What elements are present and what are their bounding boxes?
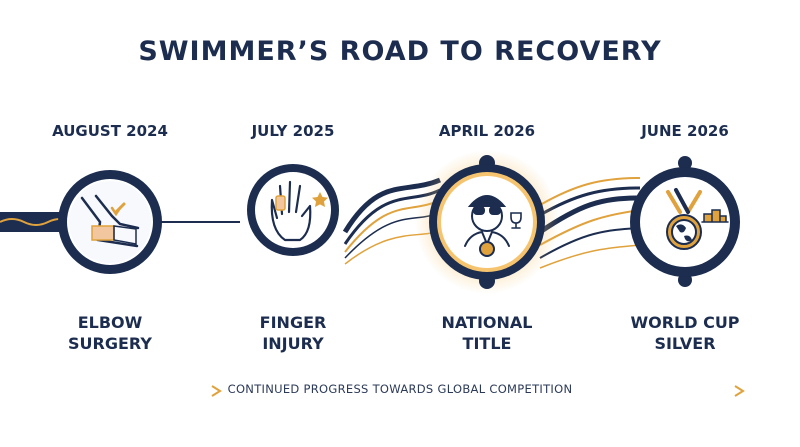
milestone-label-4: WORLD CUP SILVER	[605, 312, 765, 354]
milestone-date-1: AUGUST 2024	[52, 122, 168, 140]
milestone-node-1	[58, 170, 162, 274]
milestone-node-2	[247, 164, 339, 256]
milestone-label-line1: FINGER	[259, 313, 327, 332]
progress-arrow-left	[60, 385, 222, 397]
milestone-label-line1: ELBOW	[77, 313, 143, 332]
milestone-date-4: JUNE 2026	[641, 122, 729, 140]
elbow-bandage-icon	[80, 194, 140, 248]
milestone-label-line2: INJURY	[262, 334, 324, 353]
milestone-label-1: ELBOW SURGERY	[30, 312, 190, 354]
progress-arrow-right	[580, 385, 745, 397]
milestone-label-line1: NATIONAL	[441, 313, 533, 332]
globe-medal-icon	[666, 188, 729, 250]
footer-caption: CONTINUED PROGRESS TOWARDS GLOBAL COMPET…	[227, 382, 573, 396]
milestone-label-line2: SURGERY	[68, 334, 152, 353]
injured-hand-icon	[270, 180, 328, 242]
swimmer-medal-icon	[464, 195, 522, 257]
milestone-label-3: NATIONAL TITLE	[407, 312, 567, 354]
page-title: SWIMMER’S ROAD TO RECOVERY	[138, 36, 662, 67]
milestone-label-line1: WORLD CUP	[630, 313, 740, 332]
milestone-date-2: JULY 2025	[251, 122, 335, 140]
milestone-label-2: FINGER INJURY	[213, 312, 373, 354]
milestone-node-3	[415, 150, 559, 294]
milestone-node-4	[630, 156, 740, 287]
milestone-label-line2: SILVER	[654, 334, 716, 353]
milestone-label-line2: TITLE	[462, 334, 512, 353]
milestone-date-3: APRIL 2026	[438, 122, 536, 140]
